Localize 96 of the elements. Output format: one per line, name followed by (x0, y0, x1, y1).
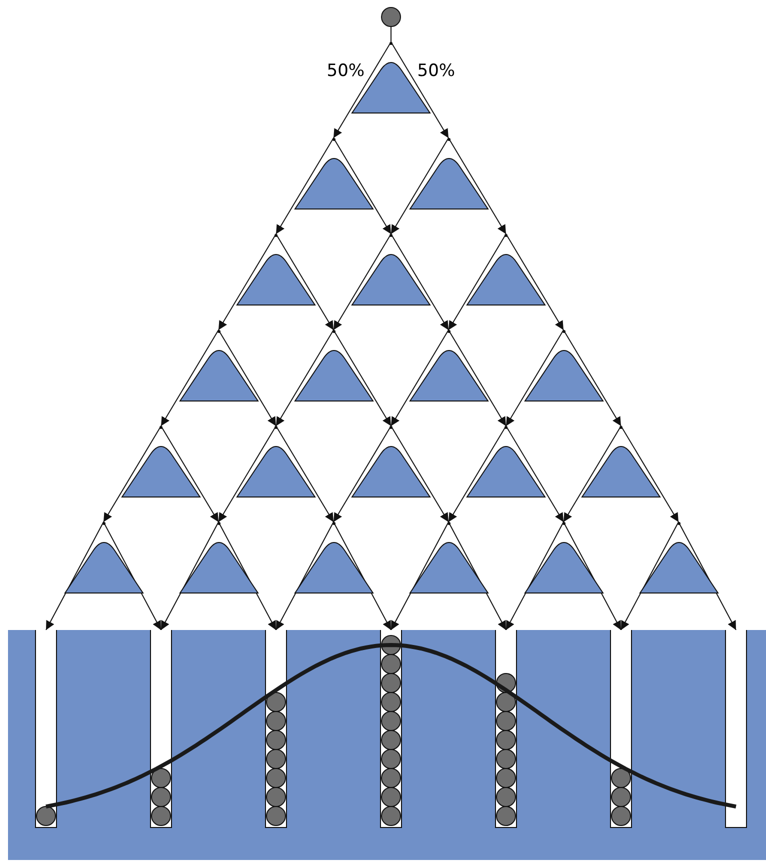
peg (294, 522, 374, 594)
ball (496, 711, 516, 731)
bin-slot (495, 630, 517, 828)
arrow (103, 426, 162, 522)
arrow (218, 234, 276, 330)
ball (496, 673, 516, 693)
arrow (276, 234, 334, 330)
ball (266, 787, 286, 807)
arrow (448, 426, 506, 522)
ball (381, 749, 401, 769)
peg (408, 522, 488, 594)
arrow (506, 426, 564, 522)
arrow (448, 234, 506, 330)
bin-slot (150, 630, 172, 828)
arrow (276, 426, 334, 522)
peg (64, 522, 144, 594)
peg (294, 138, 374, 210)
ball (381, 711, 401, 731)
arrow (390, 330, 449, 426)
arrow (160, 426, 219, 522)
ball (266, 749, 286, 769)
arrow (333, 42, 392, 138)
arrow (333, 234, 392, 330)
peg (466, 234, 546, 306)
peg (236, 426, 316, 498)
ball (496, 787, 516, 807)
peg (294, 330, 374, 402)
ball (496, 692, 516, 712)
arrow (333, 330, 392, 426)
peg (178, 330, 258, 402)
arrow (620, 426, 679, 522)
bin-slot (610, 630, 632, 828)
ball (381, 730, 401, 750)
arrow (218, 426, 276, 522)
peg (524, 330, 604, 402)
ball (381, 768, 401, 788)
ball (611, 806, 631, 826)
ball (611, 787, 631, 807)
arrow (333, 426, 392, 522)
arrow (390, 42, 449, 138)
arrow (506, 522, 564, 630)
peg (236, 234, 316, 306)
ball (36, 806, 56, 826)
peg (408, 138, 488, 210)
bin-slot (725, 630, 747, 828)
bin-slot (380, 630, 402, 828)
ball (266, 806, 286, 826)
ball (381, 673, 401, 693)
ball (611, 768, 631, 788)
ball (381, 654, 401, 674)
arrow (276, 522, 334, 630)
peg (351, 234, 431, 306)
bin-slot (265, 630, 287, 828)
arrow (160, 330, 219, 426)
arrow (276, 138, 334, 234)
ball (496, 768, 516, 788)
arrow (563, 426, 622, 522)
ball (266, 730, 286, 750)
peg (466, 426, 546, 498)
arrow (390, 522, 449, 630)
ball (381, 806, 401, 826)
arrow (620, 522, 679, 630)
arrow (390, 426, 449, 522)
bin-slot (35, 630, 57, 828)
arrow (563, 330, 622, 426)
arrow (506, 330, 564, 426)
ball (266, 768, 286, 788)
ball (496, 806, 516, 826)
arrow (390, 138, 449, 234)
ball (381, 692, 401, 712)
peg (121, 426, 201, 498)
ball (381, 7, 401, 27)
peg (178, 522, 258, 594)
peg (408, 330, 488, 402)
peg (581, 426, 661, 498)
peg (524, 522, 604, 594)
arrow (390, 234, 449, 330)
ball (151, 806, 171, 826)
ball (151, 787, 171, 807)
arrow (46, 522, 104, 630)
arrow (160, 522, 219, 630)
ball (496, 749, 516, 769)
peg (351, 426, 431, 498)
arrow (506, 234, 564, 330)
ball (266, 711, 286, 731)
arrow (218, 330, 276, 426)
arrow (333, 138, 392, 234)
ball (496, 730, 516, 750)
ball (381, 787, 401, 807)
arrow (276, 330, 334, 426)
peg (638, 522, 718, 594)
ball (381, 635, 401, 655)
arrow (448, 330, 506, 426)
ball (266, 692, 286, 712)
arrow (448, 138, 506, 234)
ball (151, 768, 171, 788)
